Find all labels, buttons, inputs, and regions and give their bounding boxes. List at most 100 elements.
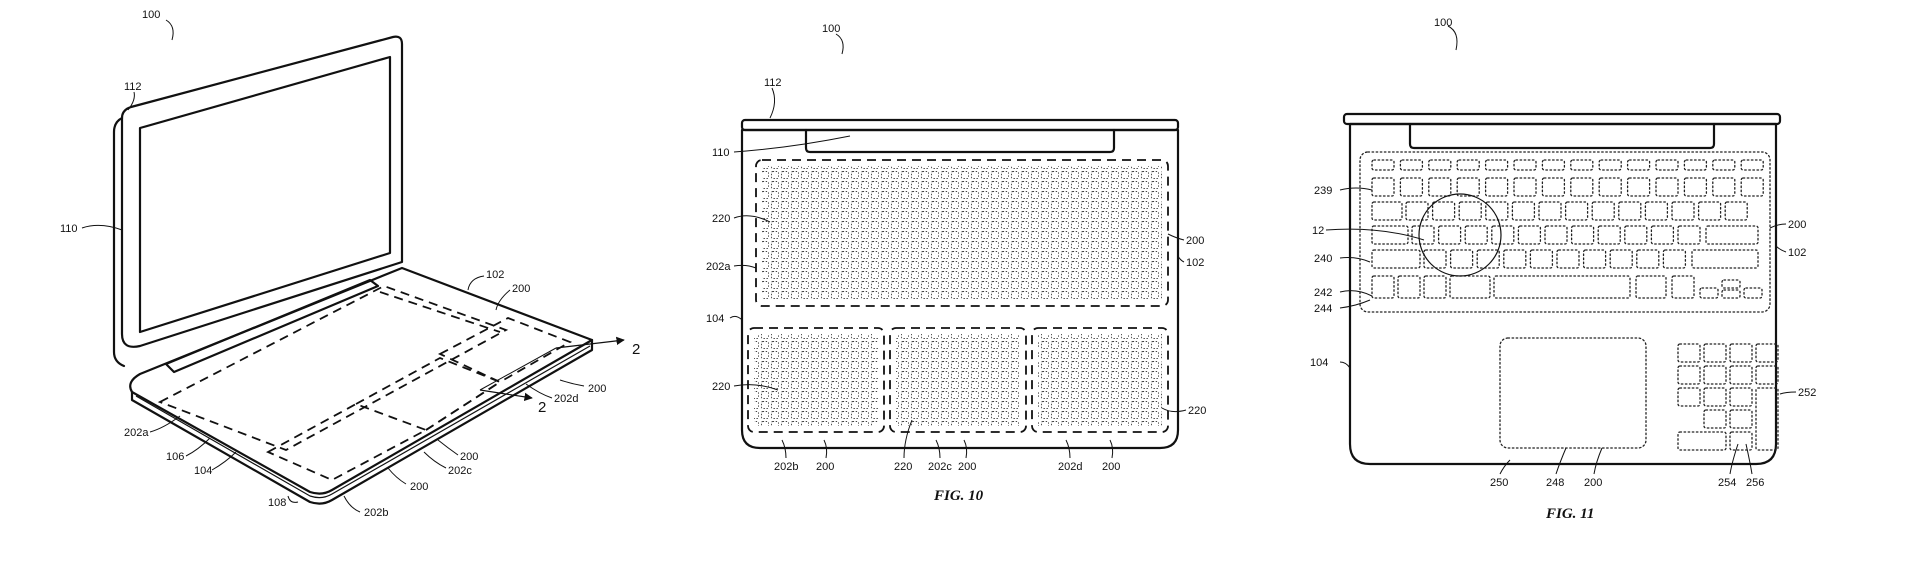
region-202b-outline [265,403,429,481]
leader-100 [835,33,844,55]
ref-108: 108 [268,497,286,509]
base-outline [740,128,1180,450]
lid-side-edge [112,116,126,368]
ref-200c: 200 [958,461,976,473]
leader-220-top [733,215,771,223]
figure-10-top-view: 100 112 110 220 200 202a 102 104 220 220… [706,23,1206,504]
control-key [1397,275,1421,299]
ref-200d: 200 [588,383,606,395]
leader-200-right [1769,223,1787,229]
leader-202d [1065,439,1071,459]
ref-106: 106 [166,451,184,463]
laptop-base-side [130,338,594,505]
number-row-key [1598,177,1622,197]
keypad-key [1729,343,1753,363]
ref-section-2a: 2 [632,341,640,358]
hinge-notch [804,128,1116,154]
section-line-arrow-b [479,389,533,402]
ref-200-right: 200 [1788,219,1806,231]
laptop-base-top [129,266,594,495]
ref-100: 100 [822,23,840,35]
ref-section-2b: 2 [538,399,546,416]
leader-242 [1339,290,1373,297]
leader-252 [1779,391,1797,395]
keypad-key [1677,387,1701,407]
number-row-key [1513,177,1537,197]
grid-220-c [896,334,1020,426]
ref-202a: 202a [706,261,731,273]
function-key [1513,159,1537,171]
ref-200: 200 [512,283,530,295]
leader-200d [559,379,585,387]
leader-200b [823,439,828,459]
region-202a-outline [157,285,509,451]
letter-key [1431,201,1456,221]
leader-202c [423,451,447,469]
ref-202b: 202b [364,507,388,519]
ref-220-top: 220 [712,213,730,225]
leader-202b [343,495,361,513]
keyboard-keys [1371,159,1764,299]
ref-112: 112 [764,77,782,89]
grid-220-d [1038,334,1162,426]
letter-key [1609,249,1633,269]
leader-244 [1339,299,1371,309]
function-key [1428,159,1452,171]
section-line [479,347,557,391]
ref-220c: 220 [894,461,912,473]
function-key [1655,159,1679,171]
ref-252: 252 [1798,387,1816,399]
number-row-key [1484,177,1509,197]
option-key-right [1671,275,1695,299]
leader-104 [729,315,743,321]
figure-caption: FIG. 10 [933,488,984,504]
letter-key [1662,249,1687,269]
region-202b [747,327,885,433]
ref-244: 244 [1314,303,1332,315]
ref-242: 242 [1314,287,1332,299]
arrow-left-key [1699,287,1719,299]
keypad-key [1755,365,1779,385]
ref-100: 100 [142,9,160,21]
leader-100 [1447,25,1458,51]
leader-102 [1775,245,1787,253]
letter-key [1544,225,1568,245]
return-key [1705,225,1759,245]
function-key [1740,159,1764,171]
keypad-key [1729,409,1753,429]
number-row-key [1740,177,1764,197]
ref-112: 112 [124,81,142,93]
number-row-key [1712,177,1736,197]
lid-edge-bar [740,118,1180,132]
leader-110 [733,135,851,153]
trackpad [1499,337,1647,449]
left-shift-key [1371,249,1421,269]
arrow-right-key [1743,287,1763,299]
ref-240: 240 [1314,253,1332,265]
ref-200b: 200 [816,461,834,473]
letter-key [1491,225,1515,245]
hinge-notch [1408,122,1716,150]
leader-220c [903,419,913,459]
letter-key [1529,249,1554,269]
number-row-key [1541,177,1566,197]
leader-250 [1499,459,1511,475]
ref-200-bottom: 200 [1584,477,1602,489]
ref-102: 102 [486,269,504,281]
leader-102 [467,275,485,291]
letter-key [1618,201,1642,221]
space-bar [1493,275,1631,299]
letter-key [1564,201,1589,221]
figure-caption: FIG. 11 [1545,506,1594,522]
option-key [1423,275,1447,299]
lid-display [138,55,392,334]
leader-104 [211,451,237,471]
letter-key [1437,225,1462,245]
ref-110: 110 [60,223,78,235]
ref-200-right: 200 [1186,235,1204,247]
detail-circle-12 [1418,193,1502,277]
letter-key [1458,201,1482,221]
ref-104: 104 [194,465,212,477]
ref-239: 239 [1314,185,1332,197]
